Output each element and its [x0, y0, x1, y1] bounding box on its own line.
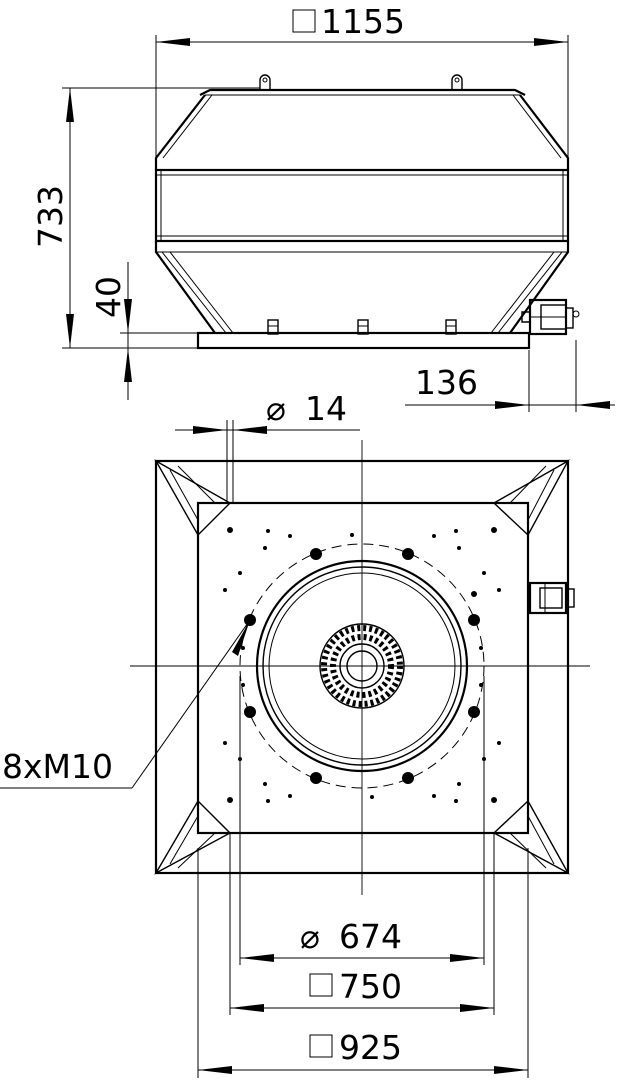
bolt-callout-label: 8xM10 [2, 747, 113, 786]
dim-label-14: 14 [305, 389, 347, 428]
dim-733: 733 [31, 87, 260, 349]
upper-cone-left [154, 94, 206, 170]
terminal-box [521, 298, 580, 336]
dim-40: 40 [89, 262, 198, 400]
base-plate-square [196, 501, 530, 835]
dim-diameter-14: ⌀ 14 [175, 389, 360, 503]
dim-label-750: 750 [339, 967, 402, 1006]
square-symbol-icon [309, 973, 333, 997]
bolt-callout: 8xM10 [0, 619, 251, 789]
inlet-ring-outer [255, 559, 469, 773]
housing-band [154, 168, 570, 243]
dim-925: 925 [197, 848, 529, 1078]
top-cap [199, 88, 526, 96]
top-view [130, 440, 590, 895]
bolt-circle [239, 543, 485, 789]
lifting-lug-right [451, 74, 463, 90]
dim-label-674: 674 [339, 917, 402, 956]
square-symbol-icon [309, 1034, 333, 1058]
diameter-symbol-14: ⌀ [266, 389, 286, 428]
dim-label-40: 40 [89, 276, 128, 318]
dim-label-1155: 1155 [321, 2, 405, 41]
terminal-box-top [528, 581, 575, 615]
base-plate [196, 331, 531, 350]
bolt-holes [244, 548, 480, 784]
square-symbol-icon [292, 9, 316, 33]
side-view [154, 74, 580, 350]
dim-label-136: 136 [415, 363, 478, 402]
dim-label-925: 925 [339, 1028, 402, 1067]
upper-cone-right [519, 94, 570, 170]
dim-674: ⌀ 674 [239, 676, 485, 965]
dim-136: 136 [405, 340, 615, 412]
dim-750: 750 [229, 833, 495, 1015]
lifting-lug-left [259, 74, 271, 90]
diameter-symbol-674: ⌀ [300, 917, 320, 956]
dim-1155: 1155 [155, 2, 569, 160]
mounting-holes [223, 527, 501, 803]
base-brackets [267, 319, 457, 335]
motor-hub [319, 623, 405, 709]
dim-label-733: 733 [31, 185, 70, 248]
